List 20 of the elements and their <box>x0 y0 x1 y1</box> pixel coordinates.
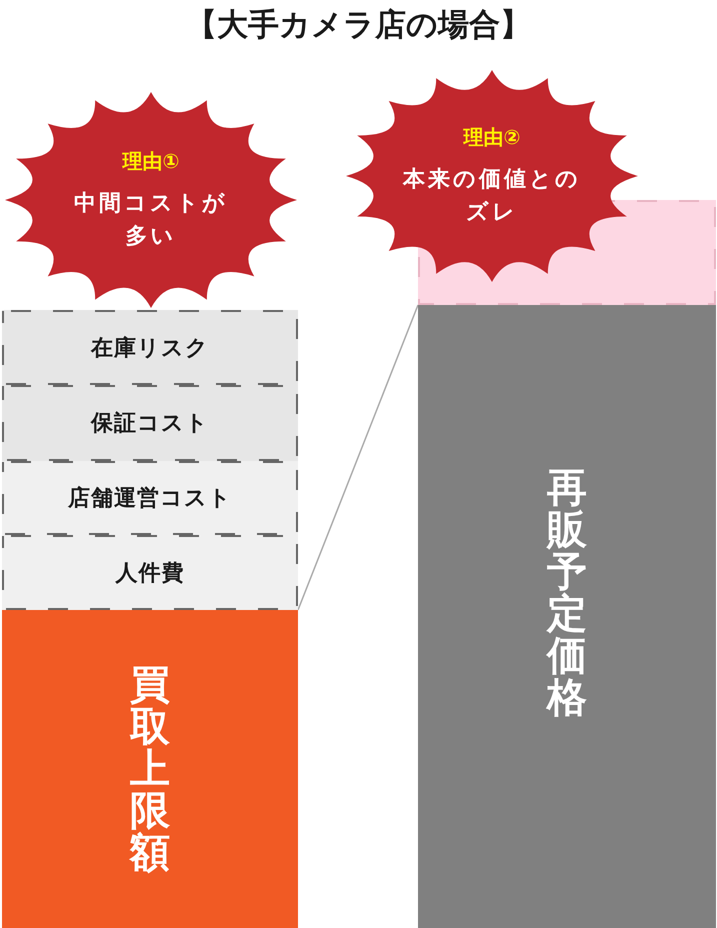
bar-segment <box>2 610 298 928</box>
bar-label: 買取上限額 <box>129 664 171 874</box>
callout-heading: 理由② <box>464 124 520 150</box>
guide-line <box>297 304 419 610</box>
cost-segment <box>2 310 298 385</box>
segment-label: 保証コスト <box>91 410 209 438</box>
burst-callout <box>5 92 297 308</box>
callout-heading: 理由① <box>122 148 180 174</box>
callout-text: 本来の価値とのズレ <box>402 166 582 226</box>
cost-segment <box>2 385 298 461</box>
burst-callout <box>346 70 638 282</box>
title: 【大手カメラ店の場合】 <box>186 7 531 43</box>
segment-label: 人件費 <box>116 560 184 588</box>
bar-segment <box>418 305 716 928</box>
bar-label: 再販予定価格 <box>546 466 588 718</box>
segment-label: 在庫リスク <box>91 334 209 362</box>
cost-segment <box>2 461 298 535</box>
callout-text: 中間コストが多い <box>73 190 229 250</box>
segment-label: 店舗運営コスト <box>68 484 232 513</box>
cost-segment <box>2 535 298 610</box>
